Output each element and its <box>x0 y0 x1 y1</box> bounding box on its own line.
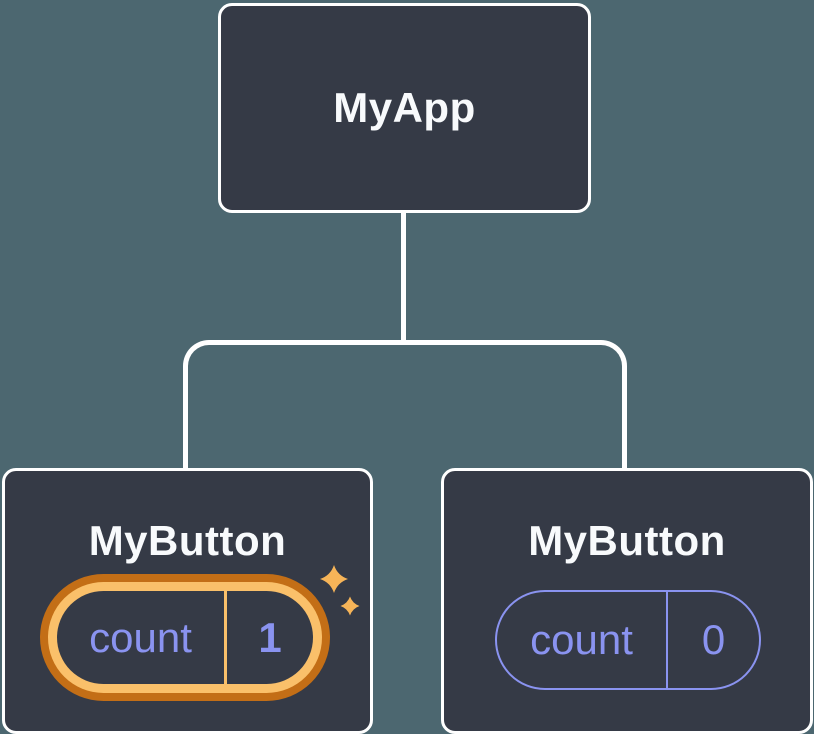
state-pill-left: count 1 <box>57 591 313 684</box>
state-key-cell: count <box>497 592 668 688</box>
node-mybutton-left-label: MyButton <box>88 517 287 564</box>
node-mybutton-right-label: MyButton <box>528 517 726 564</box>
state-value-cell: 0 <box>668 592 759 688</box>
state-key-label: count <box>89 613 192 661</box>
state-value: 0 <box>701 616 726 663</box>
sparkle-icon <box>320 565 360 616</box>
tree-connector-bracket <box>183 340 627 470</box>
state-value: 1 <box>258 613 282 661</box>
state-value-cell: 1 <box>227 591 313 684</box>
state-pill-highlight-ring-inner: count 1 <box>48 582 322 693</box>
node-myapp-label: MyApp <box>333 84 476 131</box>
node-myapp: MyApp <box>218 3 591 213</box>
node-mybutton-left: MyButton count 1 <box>2 468 373 734</box>
state-pill-highlight-ring: count 1 <box>40 574 330 701</box>
tree-connector-stem <box>401 211 406 343</box>
state-pill-right: count 0 <box>495 590 761 690</box>
state-key-cell: count <box>57 591 227 684</box>
state-key-label: count <box>530 616 633 663</box>
node-mybutton-right: MyButton count 0 <box>441 468 813 734</box>
